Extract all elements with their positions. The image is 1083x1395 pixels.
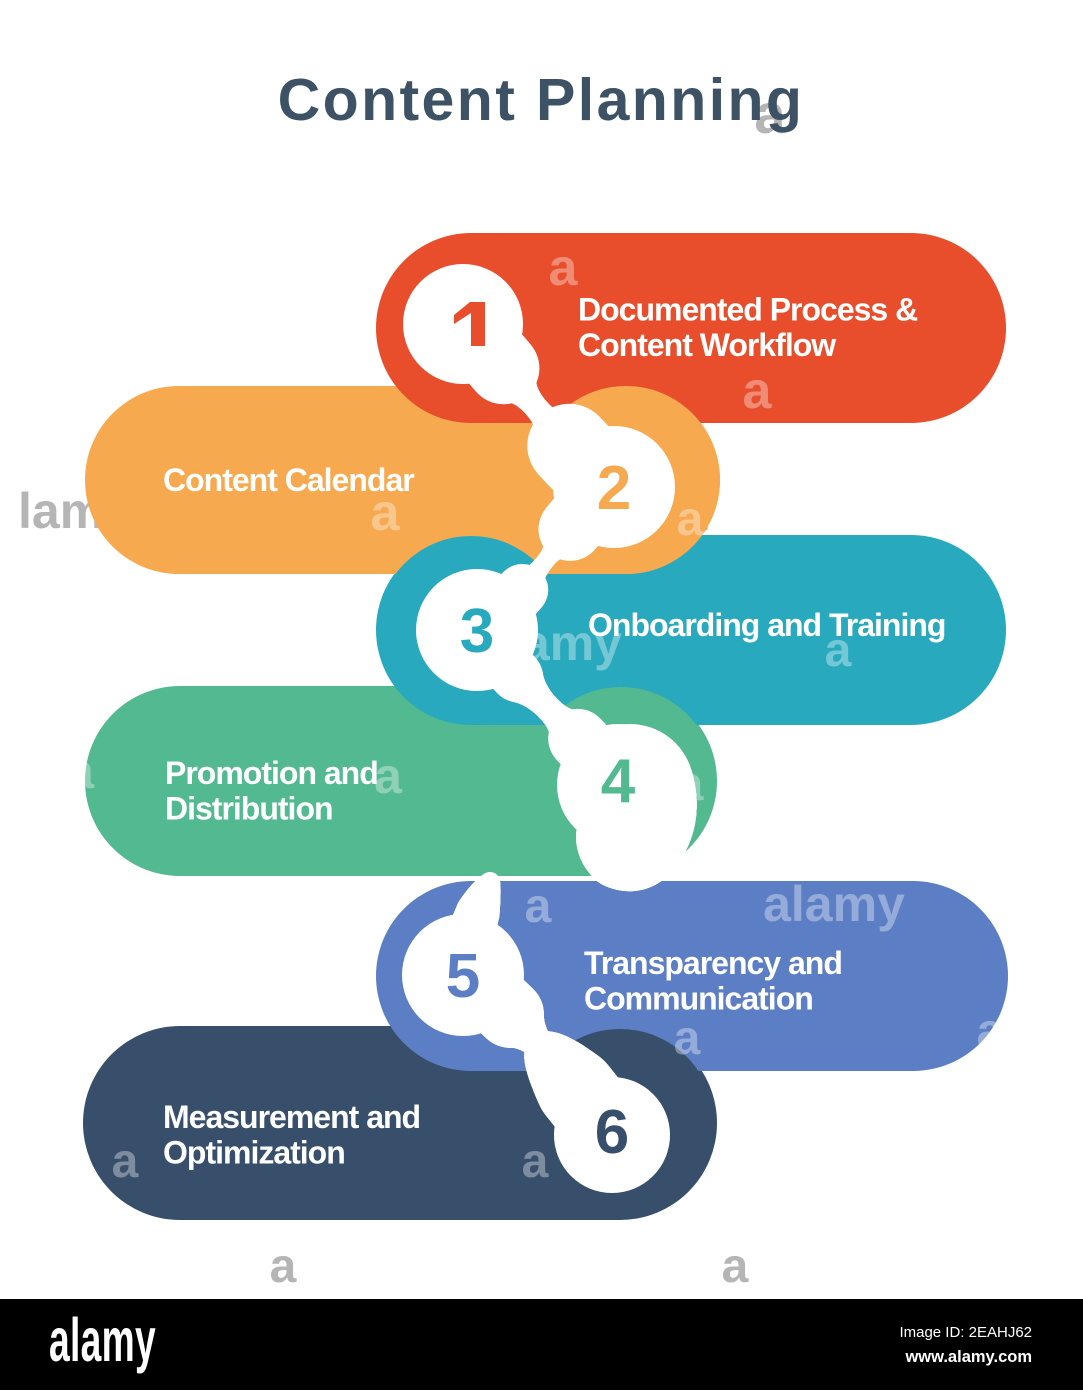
svg-text:a: a [825, 624, 852, 677]
svg-text:a: a [977, 1005, 1004, 1058]
svg-text:5: 5 [446, 942, 480, 1011]
svg-text:4: 4 [601, 747, 636, 816]
svg-text:a: a [270, 1240, 297, 1293]
svg-text:6: 6 [595, 1098, 629, 1167]
svg-text:Documented Process &: Documented Process & [578, 292, 918, 328]
svg-text:Image ID: 2EAHJ62: Image ID: 2EAHJ62 [899, 1324, 1032, 1341]
svg-text:Transparency and: Transparency and [584, 945, 842, 981]
svg-text:a: a [371, 484, 401, 542]
svg-text:Content Planning: Content Planning [278, 67, 805, 133]
svg-text:Communication: Communication [584, 981, 813, 1017]
svg-text:Content Workflow: Content Workflow [578, 327, 836, 363]
svg-text:a: a [522, 1135, 549, 1188]
svg-text:Onboarding and Training: Onboarding and Training [588, 607, 945, 643]
svg-text:Distribution: Distribution [165, 791, 333, 827]
svg-text:a: a [754, 82, 786, 145]
svg-text:a: a [674, 1012, 701, 1065]
svg-text:2: 2 [597, 454, 631, 523]
svg-text:alamy: alamy [763, 876, 905, 932]
svg-text:a: a [677, 493, 704, 546]
svg-text:a: a [112, 1135, 139, 1188]
svg-text:alamy: alamy [49, 1305, 156, 1374]
svg-text:www.alamy.com: www.alamy.com [904, 1348, 1032, 1366]
svg-text:Promotion and: Promotion and [165, 755, 378, 791]
svg-text:a: a [722, 1240, 749, 1293]
svg-text:Measurement and: Measurement and [163, 1099, 420, 1135]
svg-text:a: a [525, 880, 552, 933]
svg-text:3: 3 [460, 597, 494, 666]
svg-text:a: a [66, 743, 95, 799]
svg-text:a: a [549, 239, 579, 297]
svg-text:Content Calendar: Content Calendar [163, 462, 414, 498]
svg-text:Optimization: Optimization [163, 1135, 345, 1171]
svg-text:a: a [374, 748, 403, 804]
svg-text:a: a [743, 362, 773, 420]
